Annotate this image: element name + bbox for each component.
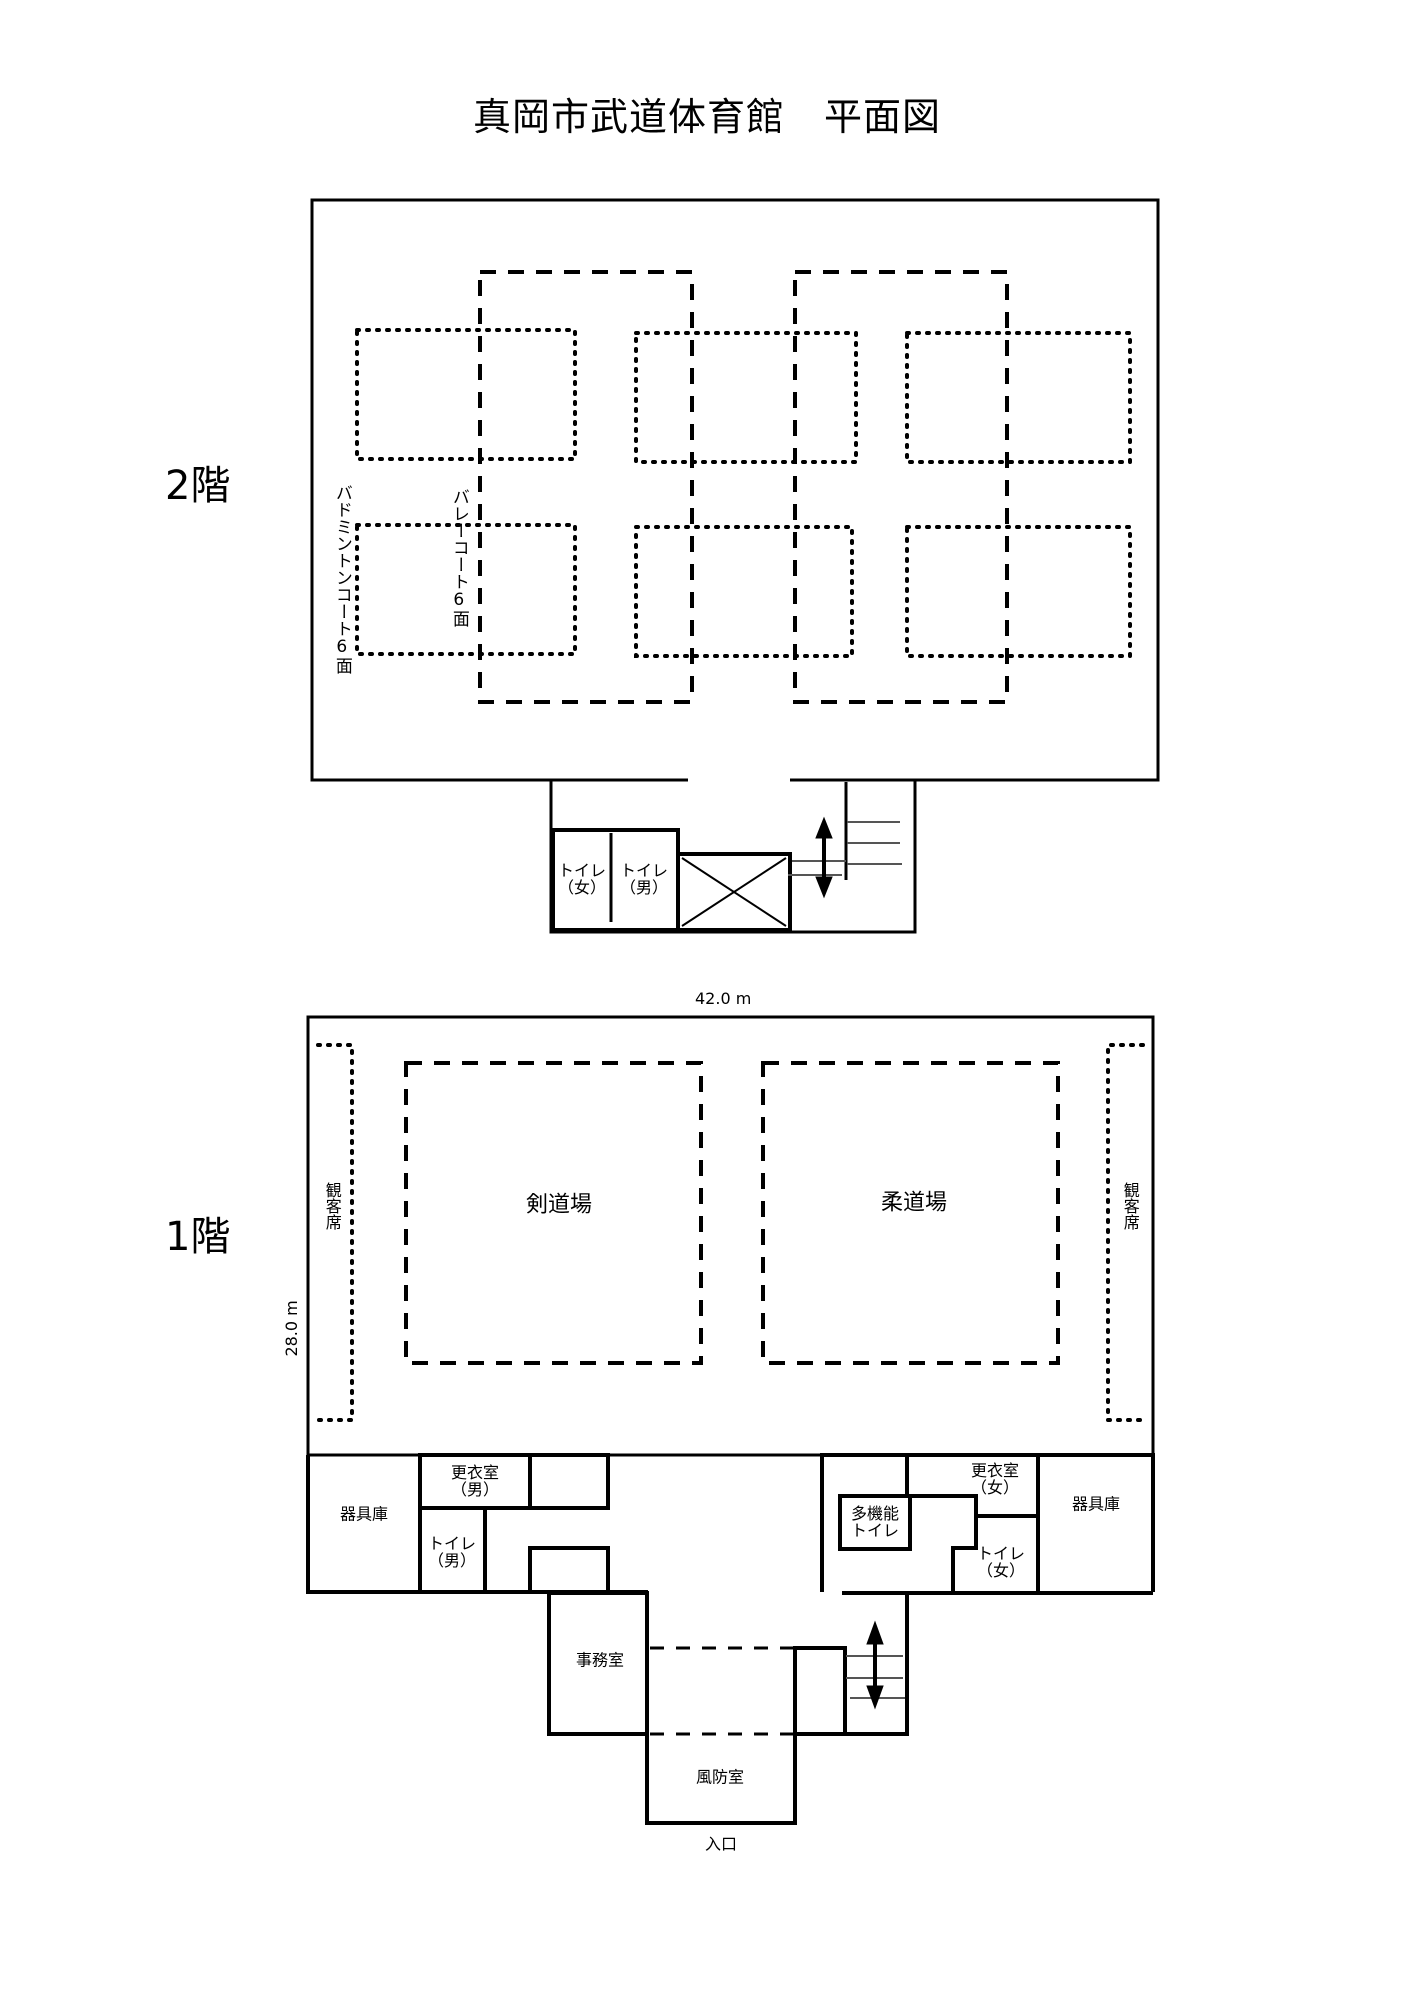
floor-label-1f: 1階 <box>165 1214 231 1260</box>
room-windbreak: 風防室 <box>695 1767 745 1787</box>
first-floor-walls <box>306 1015 1155 1457</box>
page-title: 真岡市武道体育館 平面図 <box>472 95 941 139</box>
badminton-courts <box>355 328 1132 658</box>
room-locker-men: 更衣室 （男） <box>450 1463 500 1499</box>
hall-judo: 柔道場 <box>880 1190 948 1216</box>
stair-arrow-1f <box>866 1620 884 1710</box>
dimension-depth: 28.0 m <box>281 1300 301 1357</box>
dimension-width: 42.0 m <box>695 989 752 1008</box>
floor-label-2f: 2階 <box>165 463 231 509</box>
room-2f-toilet-women: トイレ （女） <box>557 861 607 897</box>
martial-arts-halls <box>404 1061 1060 1365</box>
room-multipurpose-toilet: 多機能 トイレ <box>850 1504 900 1540</box>
room-2f-toilet-men: トイレ （男） <box>619 861 669 897</box>
spectator-seats <box>316 1043 1145 1422</box>
hall-kendo: 剣道場 <box>525 1192 593 1218</box>
stair-arrow-2f <box>815 816 833 899</box>
second-floor-service <box>551 828 792 932</box>
entrance-label: 入口 <box>704 1834 738 1854</box>
room-locker-women: 更衣室 （女） <box>970 1461 1020 1497</box>
room-office: 事務室 <box>575 1650 625 1670</box>
entrance-area <box>547 1591 909 1825</box>
room-toilet-men: トイレ （男） <box>427 1534 477 1570</box>
second-floor-stairs <box>788 782 902 880</box>
room-storage-left: 器具庫 <box>339 1504 389 1524</box>
room-storage-right: 器具庫 <box>1071 1494 1121 1514</box>
second-floor-walls <box>310 198 1160 934</box>
entrance-dashed-lines <box>650 1646 795 1736</box>
badminton-court-label: バドミントンコート6面 <box>331 484 352 674</box>
first-floor-left-rooms <box>306 1453 648 1594</box>
volleyball-courts <box>478 270 1009 704</box>
volleyball-court-label: バレーコート6面 <box>448 488 469 627</box>
room-toilet-women: トイレ （女） <box>976 1544 1026 1580</box>
spectator-seats-right: 観客席 <box>1120 1182 1140 1230</box>
spectator-seats-left: 観客席 <box>322 1182 342 1230</box>
